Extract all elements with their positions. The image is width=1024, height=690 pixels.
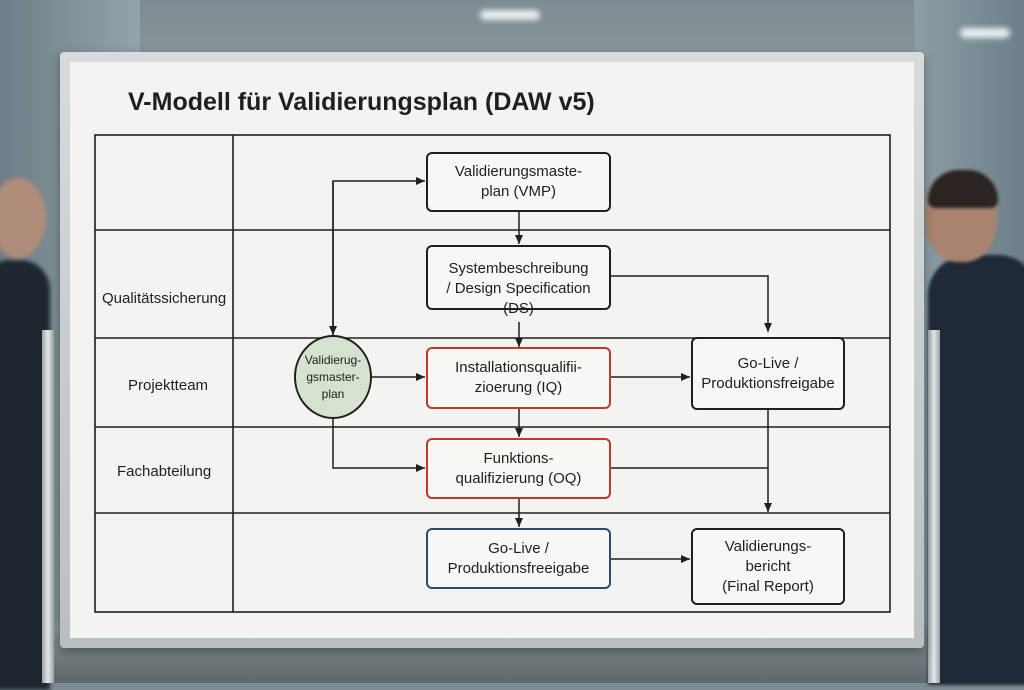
node-golive-top-box <box>691 337 845 410</box>
nodes <box>294 152 845 605</box>
node-report-label: Validierungs- bericht (Final Report) <box>722 537 814 595</box>
node-oq-label: Funktions- qualifizierung (OQ) <box>455 449 582 487</box>
node-golive-bottom-box <box>426 528 611 589</box>
node-oq-box <box>426 438 611 499</box>
node-circle-shape <box>294 335 372 419</box>
arrow-circle-to-vmp <box>332 177 425 337</box>
lane-label-qualitaetssicherung: Qualitätssicherung <box>102 290 227 307</box>
node-vmp-box <box>426 152 611 212</box>
whiteboard-stand-right <box>928 330 940 683</box>
node-circle-label: Validierug- gsmaster- plan <box>304 352 362 401</box>
arrow-ds-to-golive-top <box>610 275 772 332</box>
grid-border <box>94 134 891 613</box>
node-ds-label: Systembeschreibung / Design Specificatio… <box>446 260 591 317</box>
person-right-hair <box>928 170 998 208</box>
person-left-head <box>0 178 46 258</box>
ceiling-light <box>480 10 540 20</box>
node-ds-box <box>426 245 611 310</box>
node-report-box <box>691 528 845 605</box>
whiteboard-stand-left <box>42 330 54 683</box>
node-iq-label: Installationsqualifii- zioerung (IQ) <box>455 359 582 396</box>
ceiling-light <box>960 28 1010 38</box>
person-left-body <box>0 260 50 690</box>
node-golive-top-label: Go-Live / Produktionsfreigabe <box>701 354 835 392</box>
diagram-title: V-Modell für Validierungsplan (DAW v5) <box>128 88 595 116</box>
lane-label-projektteam: Projektteam <box>128 377 209 394</box>
person-right-body <box>928 255 1024 685</box>
node-golive-bottom-label: Go-Live / Produktionsfreeigabe <box>447 539 590 577</box>
connectors <box>329 177 772 563</box>
arrow-circle-to-oq <box>332 418 425 472</box>
node-vmp-label: Validierungsmaste- plan (VMP) <box>454 163 583 200</box>
node-iq-box <box>426 347 611 409</box>
lane-label-fachabteilung: Fachabteilung <box>117 463 212 480</box>
